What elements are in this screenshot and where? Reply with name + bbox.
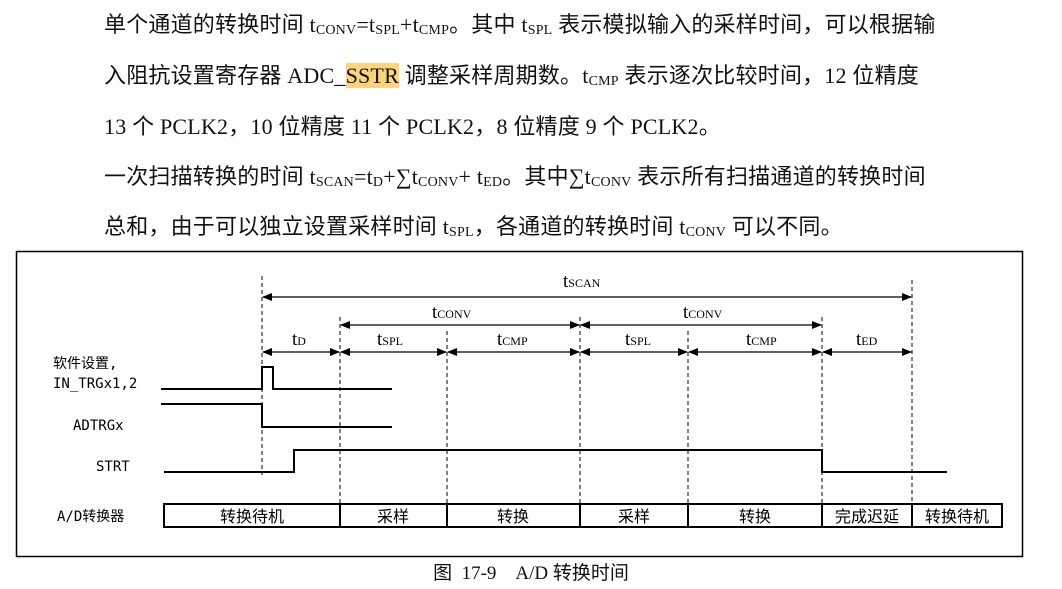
state-standby-1: 转换待机 — [220, 507, 284, 526]
text-segment: 单个通道的转换时间 t — [104, 12, 316, 37]
state-standby-2: 转换待机 — [925, 507, 989, 526]
text-segment: ，各通道的转换时间 t — [473, 214, 686, 239]
text-segment: 。其中∑t — [502, 164, 591, 189]
text-segment: 总和，由于可以独立设置采样时间 t — [104, 214, 450, 239]
text-segment: 13 个 PCLK2，10 位精度 11 个 PCLK2，8 位精度 9 个 P… — [104, 114, 721, 139]
subscript: ED — [483, 175, 503, 190]
state-converting-2: 转换 — [739, 507, 771, 526]
subscript: CONV — [685, 225, 727, 240]
tscan-label: tSCAN — [563, 271, 601, 292]
subscript: SCAN — [315, 175, 354, 190]
adtrg-waveform — [161, 403, 392, 428]
subscript: SPL — [527, 23, 553, 38]
subscript: CMP — [418, 23, 450, 38]
state-completion-delay: 完成迟延 — [835, 507, 899, 526]
td-label: tD — [292, 329, 306, 350]
subscript: CONV — [591, 175, 632, 190]
timing-arrows — [262, 293, 912, 356]
adtrg-label: ADTRGx — [73, 418, 124, 434]
adc-state-bar: 转换待机 采样 转换 采样 转换 完成迟延 转换待机 — [163, 503, 1003, 528]
highlighted-text: SSTR — [345, 63, 399, 88]
in-trg-waveform — [161, 366, 392, 390]
text-segment: 调整采样周期数。t — [398, 63, 589, 88]
figure-caption: 图 17-9 A/D 转换时间 — [433, 563, 629, 584]
state-sampling-1: 采样 — [377, 507, 409, 526]
tcmp-label-1: tCMP — [497, 329, 528, 350]
tspl-label-2: tSPL — [625, 329, 651, 350]
diagram-frame — [15, 250, 1024, 558]
strt-waveform — [164, 449, 947, 473]
ted-label: tED — [856, 329, 878, 350]
text-segment: + t — [458, 164, 484, 189]
tconv-label-2: tCONV — [683, 302, 723, 323]
paragraph-line-5: 总和，由于可以独立设置采样时间 tSPL，各通道的转换时间 tCONV 可以不同… — [104, 214, 843, 240]
text-segment: =t — [353, 164, 373, 189]
tcmp-label-2: tCMP — [746, 329, 777, 350]
subscript: SPL — [375, 23, 400, 38]
state-sampling-2: 采样 — [618, 507, 650, 526]
subscript: CONV — [418, 175, 459, 190]
in-trg-label: IN_TRGx1,2 — [53, 376, 137, 392]
text-segment: 表示逐次比较时间，12 位精度 — [618, 63, 919, 88]
text-segment: 可以不同。 — [726, 214, 843, 239]
tspl-label-1: tSPL — [377, 329, 403, 350]
text-segment: 表示所有扫描通道的转换时间 — [631, 164, 926, 189]
tconv-label-1: tCONV — [432, 302, 472, 323]
paragraph-line-1: 单个通道的转换时间 tCONV=tSPL+tCMP。其中 tSPL 表示模拟输入… — [104, 12, 936, 38]
text-segment: =t — [356, 12, 376, 37]
subscript: D — [372, 175, 384, 190]
subscript: SPL — [449, 225, 474, 240]
paragraph-line-2: 入阻抗设置寄存器 ADC_SSTR 调整采样周期数。tCMP 表示逐次比较时间，… — [104, 63, 919, 89]
text-segment: 入阻抗设置寄存器 ADC_ — [104, 63, 346, 88]
text-segment: +∑t — [383, 164, 419, 189]
text-segment: 一次扫描转换的时间 t — [104, 164, 316, 189]
subscript: CONV — [315, 23, 357, 38]
text-segment: 。其中 t — [449, 12, 528, 37]
subscript: CMP — [588, 74, 619, 89]
text-segment: 表示模拟输入的采样时间，可以根据输 — [552, 12, 936, 37]
strt-label: STRT — [96, 459, 130, 475]
text-segment: +t — [399, 12, 419, 37]
paragraph-line-3: 13 个 PCLK2，10 位精度 11 个 PCLK2，8 位精度 9 个 P… — [104, 116, 721, 138]
adc-label: A/D转换器 — [57, 508, 124, 525]
paragraph-line-4: 一次扫描转换的时间 tSCAN=tD+∑tCONV+ tED。其中∑tCONV … — [104, 164, 926, 190]
sw-setting-label: 软件设置, — [53, 356, 117, 372]
state-converting-1: 转换 — [497, 507, 529, 526]
